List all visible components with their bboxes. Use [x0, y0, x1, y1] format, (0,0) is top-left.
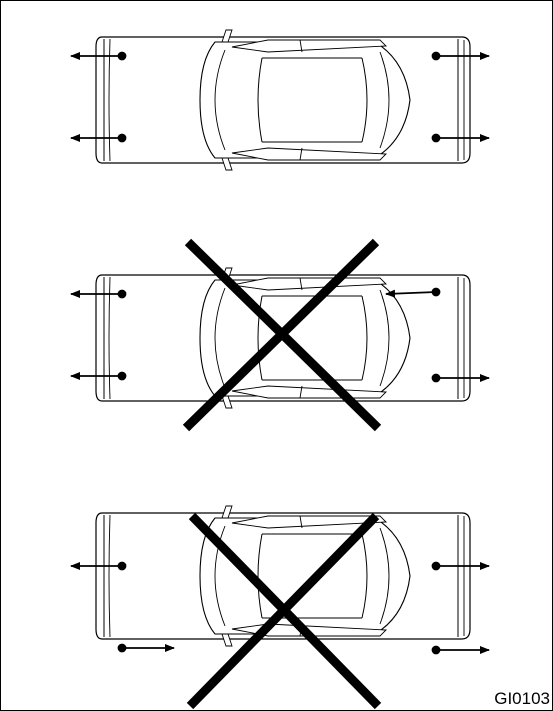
- panel-incorrect-rear-inward: [70, 238, 490, 432]
- car-top-view: [95, 505, 471, 647]
- arrow-rear-top-inward: [385, 289, 437, 298]
- panel-correct: [70, 29, 490, 171]
- cross-out-mark: [186, 512, 382, 710]
- car-top-view: [95, 29, 471, 171]
- panel-incorrect-front-inward: [70, 505, 490, 710]
- figure-code: GI0103: [494, 689, 550, 708]
- cross-out-mark: [182, 238, 382, 432]
